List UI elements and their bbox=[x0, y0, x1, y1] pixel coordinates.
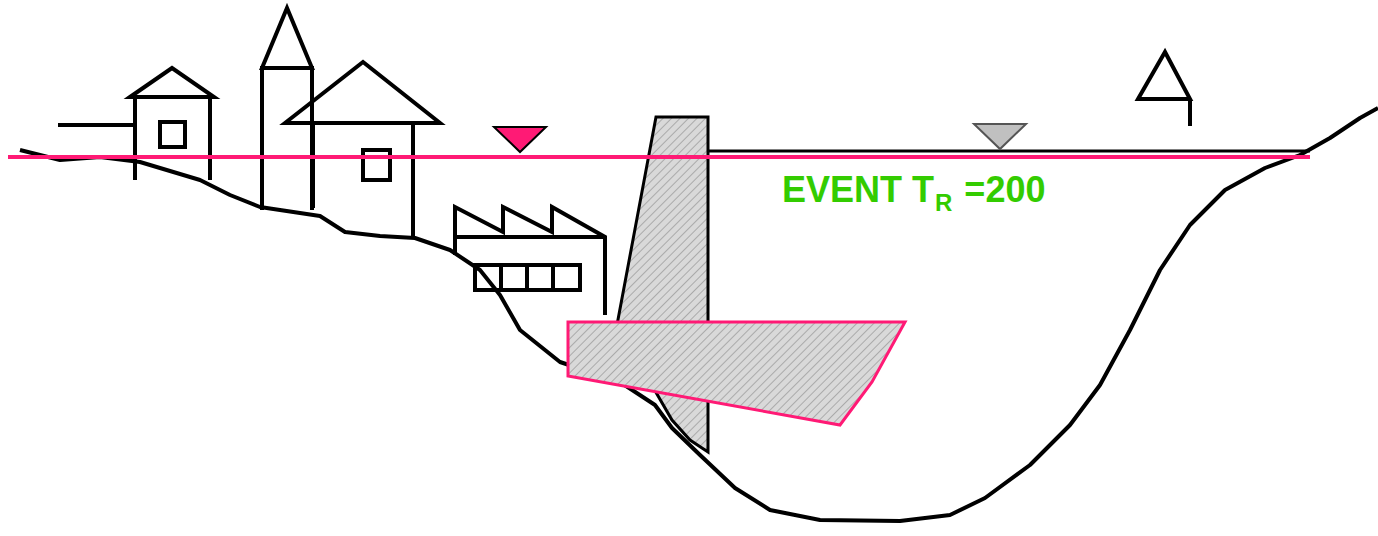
foundation-slab bbox=[568, 322, 905, 425]
dam-body bbox=[617, 117, 708, 452]
flood-level-marker bbox=[494, 127, 546, 152]
house bbox=[285, 62, 440, 236]
tree-symbol bbox=[1138, 52, 1190, 126]
water-surface bbox=[708, 150, 1310, 153]
event-text: EVENT T bbox=[782, 169, 934, 210]
event-label: EVENT TR=200 bbox=[782, 170, 1045, 210]
flood-level-line bbox=[8, 155, 1310, 159]
factory bbox=[455, 207, 605, 315]
terrain bbox=[20, 108, 1378, 521]
subscript-text: R bbox=[935, 189, 952, 216]
house bbox=[58, 68, 214, 180]
water-level-marker bbox=[974, 124, 1026, 149]
event-text: =200 bbox=[964, 169, 1045, 210]
